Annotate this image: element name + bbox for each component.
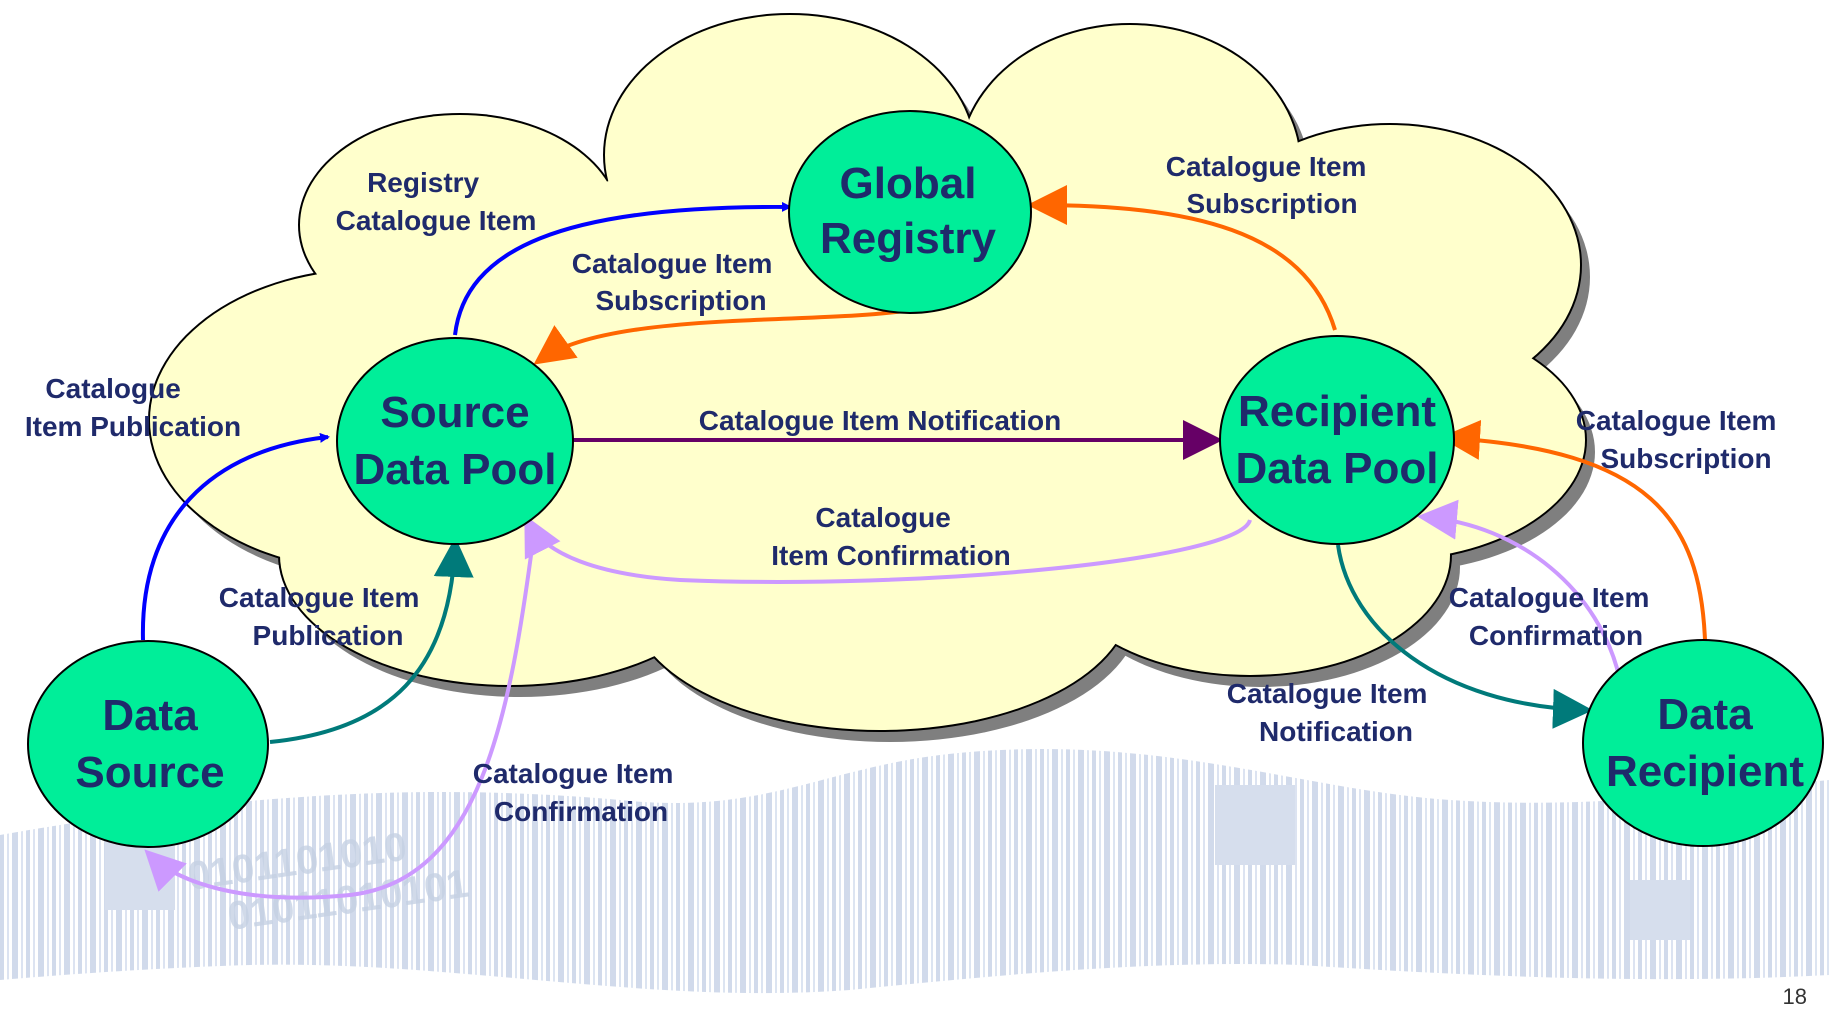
- label-confirmation-right: Catalogue Item Confirmation: [1449, 582, 1657, 651]
- arrow-publication-left: [140, 432, 330, 641]
- label-registry-catalogue-item: Registry Catalogue Item: [336, 167, 537, 236]
- label-confirmation-pools: Catalogue Item Confirmation: [771, 502, 1011, 571]
- arrow-subscription-recipient: [1027, 185, 1337, 331]
- label-publication-left: Catalogue Item Publication: [25, 373, 241, 442]
- label-confirmation-bottom: Catalogue Item Confirmation: [473, 758, 681, 827]
- label-notification-pools: Catalogue Item Notification: [699, 405, 1061, 436]
- label-subscription-right: Catalogue Item Subscription: [1576, 405, 1784, 474]
- label-subscription-source: Catalogue Item Subscription: [572, 248, 780, 316]
- label-notification-bottom: Catalogue Item Notification: [1227, 678, 1435, 747]
- arrow-subscription-right: [1440, 419, 1707, 641]
- barcode-watermark: 0101101010 01011010101: [0, 748, 1829, 994]
- label-subscription-recipient: Catalogue Item Subscription: [1166, 151, 1374, 219]
- arrow-confirmation-pools: [524, 514, 1252, 584]
- label-publication-mid: Catalogue Item Publication: [219, 582, 427, 651]
- arrow-notification-bottom: [1336, 544, 1593, 729]
- page-number: 18: [1782, 984, 1807, 1009]
- arrow-subscription-source: [533, 308, 911, 365]
- arrow-registry-catalogue-item: [453, 201, 792, 336]
- arrow-confirmation-right: [1417, 499, 1622, 681]
- arrow-confirmation-bottom: [144, 524, 537, 900]
- arrow-publication-mid: [269, 537, 474, 744]
